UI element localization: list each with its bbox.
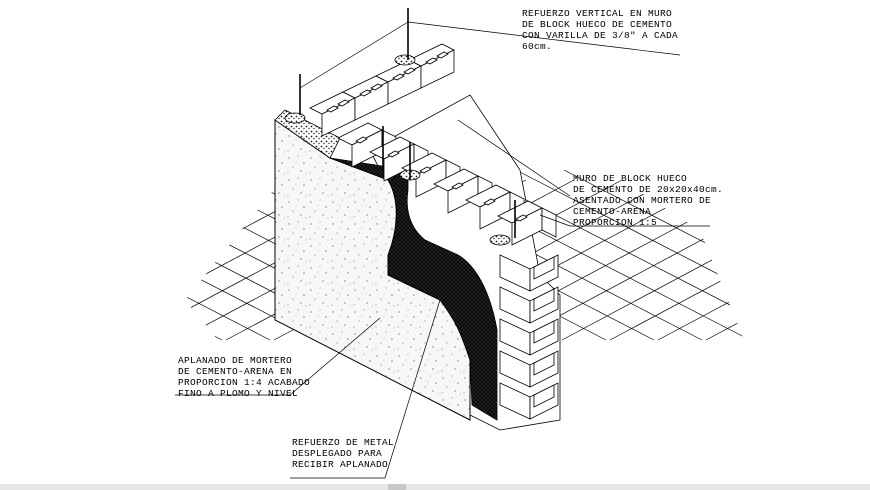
note-line: 60cm. [522, 41, 552, 52]
block-core [370, 83, 383, 91]
note-line: ASENTADO CON MORTERO DE [573, 195, 711, 206]
note-line: CON VARILLA DE 3/8" A CADA [522, 30, 678, 41]
grid-line [513, 179, 760, 341]
block-core [337, 99, 350, 107]
block-side [541, 207, 557, 238]
grid-line [185, 169, 271, 341]
grid-line [185, 169, 223, 341]
block-core [533, 352, 555, 376]
note-line: MURO DE BLOCK HUECO [573, 173, 687, 184]
block-core [326, 105, 339, 113]
grid-line [185, 179, 287, 341]
note-line: DESPLEGADO PARA [292, 448, 382, 459]
leader-vertical-reinforcement [407, 21, 681, 56]
block-core [533, 288, 555, 312]
block-courses [284, 43, 559, 420]
note-line: FINO A PLOMO Y NIVEL [178, 388, 298, 399]
block-core [533, 256, 555, 280]
grid-line [0, 170, 126, 340]
note-vertical-reinforcement: REFUERZO VERTICAL EN MURO DE BLOCK HUECO… [522, 8, 678, 52]
leader-plaster [175, 317, 381, 396]
block-core [392, 73, 405, 81]
block-core [359, 89, 372, 97]
grid-line [561, 179, 760, 341]
block-core [451, 182, 464, 190]
grid-line [852, 170, 870, 340]
grid-line [753, 179, 760, 341]
grid-line [804, 170, 870, 340]
note-block-wall: MURO DE BLOCK HUECO DE CEMENTO DE 20x20x… [573, 173, 723, 228]
grid-line [707, 169, 760, 341]
block-core [403, 67, 416, 75]
block-core [387, 150, 400, 158]
note-line: DE BLOCK HUECO DE CEMENTO [522, 19, 672, 30]
block-core [533, 320, 555, 344]
block-core [355, 136, 368, 144]
note-line: RECIBIR APLANADO [292, 459, 388, 470]
block-core [425, 57, 438, 65]
note-line: PROPORCION 1:4 ACABADO [178, 377, 310, 388]
note-line: DE CEMENTO-ARENA EN [178, 366, 292, 377]
note-line: REFUERZO VERTICAL EN MURO [522, 8, 672, 19]
grid-line [185, 179, 239, 341]
grout-core [489, 234, 511, 246]
leader-metal-lath [290, 299, 441, 479]
leader-block-wall [539, 214, 710, 227]
grout-core [284, 112, 306, 124]
note-line: REFUERZO DE METAL [292, 437, 394, 448]
note-metal-lath: REFUERZO DE METAL DESPLEGADO PARA RECIBI… [292, 437, 394, 470]
block-core [483, 198, 496, 206]
block-core [436, 51, 449, 59]
horizontal-scrollbar[interactable] [0, 484, 870, 490]
grid-line [705, 179, 760, 341]
note-plaster: APLANADO DE MORTERO DE CEMENTO-ARENA EN … [178, 355, 310, 399]
grid-line [609, 179, 760, 341]
plaster-face [274, 119, 471, 421]
note-line: DE CEMENTO DE 20x20x40cm. [573, 184, 723, 195]
note-line: CEMENTO-ARENA [573, 206, 651, 217]
grid-line [755, 169, 760, 341]
grid-line [515, 169, 760, 341]
block-core [533, 384, 555, 408]
block-core [419, 166, 432, 174]
grid-line [802, 180, 870, 340]
grout-core [394, 54, 416, 66]
note-line: PROPORCION 1:5 [573, 217, 657, 228]
leader-lines [175, 21, 710, 479]
grid-line [0, 170, 174, 340]
grid-line [657, 179, 760, 341]
grid-line [185, 169, 319, 341]
rebar-rods [299, 8, 516, 238]
leader-block-wall-2 [457, 119, 571, 197]
block-core [515, 214, 528, 222]
scrollbar-thumb[interactable] [388, 484, 406, 490]
leader-vertical-reinforcement-2 [299, 21, 409, 89]
note-line: APLANADO DE MORTERO [178, 355, 292, 366]
